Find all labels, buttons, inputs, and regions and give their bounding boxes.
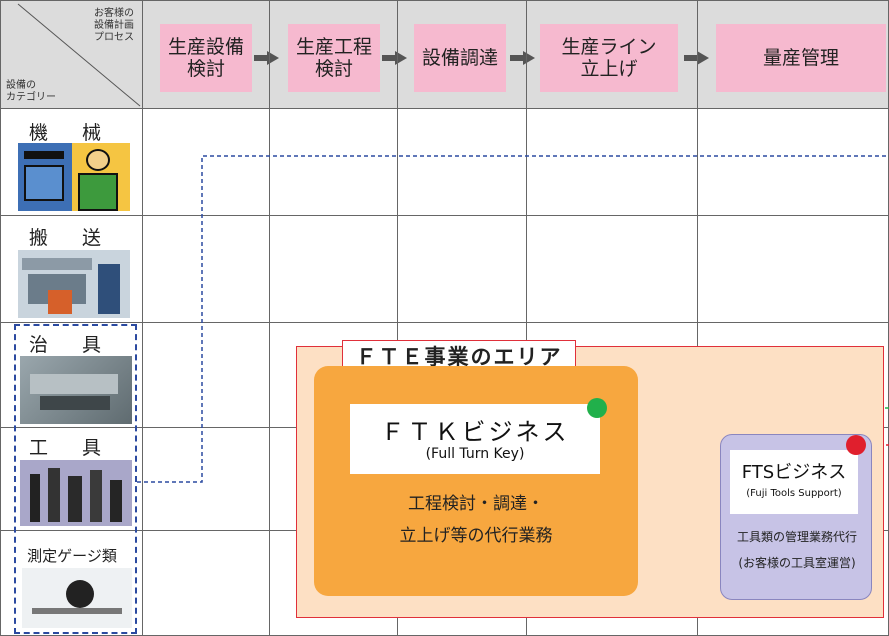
category-label-machine: 機 械 (28, 122, 116, 144)
red-dot-icon (846, 435, 866, 455)
fts-title-card (730, 450, 858, 514)
green-dot-icon (587, 398, 607, 418)
category-label-conveyor: 搬 送 (28, 227, 116, 249)
corner-diagonal (17, 3, 141, 107)
grid-line (0, 0, 1, 636)
tooling-group-highlight (14, 324, 137, 634)
fts-title: FTSビジネス (741, 462, 847, 483)
arrow-icon (382, 51, 408, 65)
grid-line (0, 0, 889, 1)
category-label-tools: 工 具 (28, 437, 116, 459)
arrow-icon (684, 51, 710, 65)
conveyor-worker-illustration (18, 250, 130, 318)
arrow-icon (254, 51, 280, 65)
machine-operator-illustration (18, 143, 130, 211)
jig-photo (20, 356, 132, 424)
step-production-equipment: 生産設備 検討 (160, 24, 252, 92)
corner-cell: お客様の 設備計画 プロセス 設備の カテゴリー (0, 0, 142, 108)
ftk-description: 工程検討・調達・ 立上げ等の代行業務 (399, 494, 553, 546)
step-production-process: 生産工程 検討 (288, 24, 380, 92)
step-line-startup: 生産ライン 立上げ (540, 24, 678, 92)
measuring-gauge-photo (22, 568, 132, 628)
category-label-jig: 治 具 (28, 334, 116, 356)
step-mass-production: 量産管理 (716, 24, 886, 92)
tools-photo (20, 460, 132, 526)
corner-process-label: お客様の 設備計画 プロセス (94, 8, 134, 43)
category-label-gauges: 測定ゲージ類 (27, 547, 117, 565)
arrow-icon (510, 51, 536, 65)
grid-line (0, 215, 889, 216)
ftk-title: ＦＴＫビジネス (380, 418, 570, 446)
grid-line (269, 0, 270, 636)
grid-line (0, 108, 889, 109)
ftk-title-card (350, 404, 600, 474)
ftk-subtitle: (Full Turn Key) (425, 446, 525, 462)
corner-category-label: 設備の カテゴリー (6, 80, 56, 103)
fts-description: 工具類の管理業務代行 (お客様の工具室運営) (736, 530, 857, 570)
grid-line (142, 0, 143, 636)
step-procurement: 設備調達 (414, 24, 506, 92)
fts-subtitle: (Fuji Tools Support) (746, 488, 842, 499)
grid-line (0, 322, 889, 323)
